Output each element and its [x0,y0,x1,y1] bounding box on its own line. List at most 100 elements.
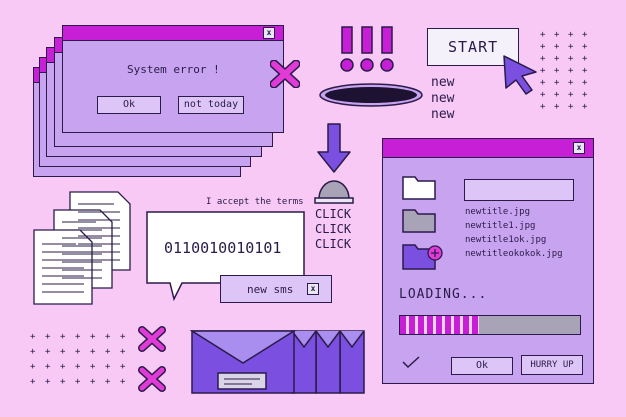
plus-mark: + [105,332,111,342]
error-dialog-close-button[interactable]: x [263,27,275,39]
progress-bar [399,315,581,335]
plus-mark: + [568,102,574,112]
plus-mark: + [540,30,546,40]
checkmark-icon [402,356,420,369]
file-item-1[interactable]: newtitle.jpg [465,207,531,217]
plus-mark: + [105,347,111,357]
plus-mark: + [554,66,560,76]
click-text-2: CLICK [315,222,352,236]
plus-mark: + [120,377,126,387]
error-dialog: x System error ! Ok not today [62,25,284,133]
hole-icon [319,83,423,107]
plus-mark: + [120,362,126,372]
plus-mark: + [554,54,560,64]
dome-button-icon[interactable] [313,175,355,205]
plus-mark: + [582,78,588,88]
x-mark-icon [270,60,300,88]
error-message: System error ! [127,63,220,76]
file-item-2[interactable]: newtitle1.jpg [465,221,536,231]
exclamation-icon [340,26,394,72]
plus-mark: + [568,30,574,40]
plus-mark: + [582,90,588,100]
plus-mark: + [45,362,51,372]
file-ok-button[interactable]: Ok [451,357,513,375]
plus-mark: + [540,54,546,64]
plus-mark: + [554,90,560,100]
terms-text: I accept the terms [206,197,304,207]
binary-text: 0110010010101 [164,239,282,257]
plus-mark: + [45,377,51,387]
sms-close-button[interactable]: x [307,283,319,295]
plus-mark: + [582,42,588,52]
plus-mark: + [75,362,81,372]
x-mark-icon-bottom-1 [138,326,166,352]
plus-mark: + [105,362,111,372]
loading-label: LOADING... [399,287,488,302]
start-label: START [448,38,499,56]
click-text-3: CLICK [315,237,352,251]
folder-icon [402,176,436,200]
plus-mark: + [60,332,66,342]
plus-mark: + [554,102,560,112]
file-window-close-button[interactable]: x [573,142,585,154]
plus-mark: + [582,66,588,76]
plus-mark: + [60,362,66,372]
progress-fill [400,316,480,334]
ok-button[interactable]: Ok [97,96,161,114]
plus-mark: + [554,78,560,88]
new-text-2: new [431,91,455,106]
plus-mark: + [45,347,51,357]
sms-label: new sms [247,283,294,296]
sms-notification[interactable]: new sms x [220,275,332,303]
plus-mark: + [582,30,588,40]
plus-mark: + [554,30,560,40]
plus-mark: + [120,332,126,342]
plus-grid-bottom-left: + + + + + + + + + + + + + + + + + + + + + + + + + + + + [30,332,130,392]
plus-mark: + [582,102,588,112]
x-mark-icon-bottom-2 [138,366,166,392]
plus-mark: + [568,90,574,100]
plus-mark: + [120,347,126,357]
plus-mark: + [30,377,36,387]
plus-mark: + [554,42,560,52]
plus-mark: + [30,347,36,357]
plus-mark: + [90,347,96,357]
file-item-3[interactable]: newtitle1ok.jpg [465,235,547,245]
not-today-button[interactable]: not today [178,96,244,114]
plus-mark: + [60,347,66,357]
plus-mark: + [90,362,96,372]
click-text-1: CLICK [315,207,352,221]
plus-mark: + [568,66,574,76]
plus-mark: + [582,54,588,64]
plus-mark: + [30,332,36,342]
folder-add-icon [402,244,443,270]
file-window-titlebar [383,139,593,158]
file-item-4[interactable]: newtitleokokok.jpg [465,249,563,259]
error-dialog-titlebar [63,26,283,41]
plus-grid-top-right-dots: ++++++++++++++++++++++++++++ [540,30,600,120]
folder-gray-icon [402,209,436,233]
hurry-up-button[interactable]: HURRY UP [521,355,583,375]
down-arrow-icon [317,123,351,173]
plus-mark: + [540,78,546,88]
plus-mark: + [540,42,546,52]
plus-mark: + [90,332,96,342]
plus-mark: + [540,66,546,76]
plus-mark: + [90,377,96,387]
plus-mark: + [105,377,111,387]
file-window: x newtitle.jpg newtitle1.jpg newtitle1ok… [382,138,594,384]
plus-mark: + [75,332,81,342]
plus-mark: + [568,78,574,88]
new-text-1: new [431,75,455,90]
plus-mark: + [60,377,66,387]
file-name-input[interactable] [464,179,574,201]
plus-mark: + [540,90,546,100]
plus-mark: + [75,377,81,387]
plus-mark: + [568,54,574,64]
plus-mark: + [75,347,81,357]
plus-mark: + [540,102,546,112]
plus-mark: + [45,332,51,342]
envelopes-icon [190,330,365,394]
plus-mark: + [30,362,36,372]
cursor-arrow-icon [503,55,537,95]
